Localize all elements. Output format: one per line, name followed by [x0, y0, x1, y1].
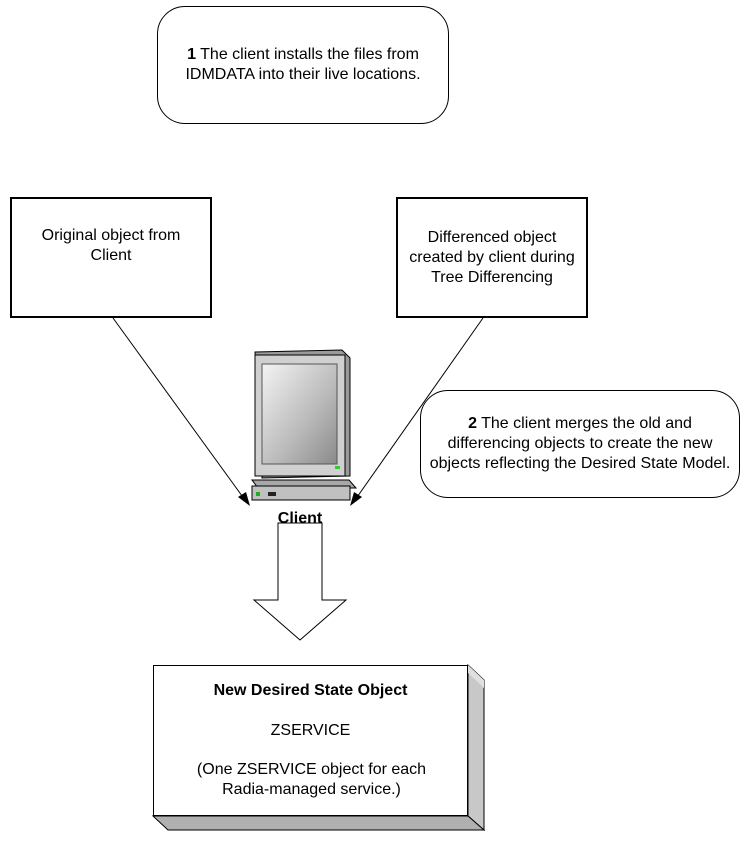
computer-icon — [251, 349, 358, 501]
step-2-text: The client merges the old and differenci… — [429, 415, 731, 472]
connector-original-to-client — [112, 317, 246, 501]
step-1-text-block: 1 The client installs the files from IDM… — [173, 45, 433, 85]
desired-state-title: New Desired State Object — [213, 682, 408, 699]
step-1-text: The client installs the files from IDMDA… — [185, 46, 421, 83]
step-2-text-block: 2 The client merges the old and differen… — [428, 414, 733, 474]
step-1-number: 1 — [187, 46, 196, 63]
original-object-label: Original object from Client — [41, 226, 181, 264]
desired-state-object-name: ZSERVICE — [270, 722, 351, 739]
step-1-callout: 1 The client installs the files from IDM… — [157, 6, 449, 124]
client-label: Client — [277, 510, 323, 527]
arrowhead-original — [238, 492, 250, 506]
step-2-callout: 2 The client merges the old and differen… — [420, 390, 740, 498]
desired-state-note: (One ZSERVICE object for each Radia-mana… — [196, 761, 427, 798]
desired-state-box-depth — [151, 663, 486, 832]
flow-arrow — [252, 522, 348, 641]
connector-differenced-to-client — [354, 317, 484, 501]
desired-state-box: New Desired State Object ZSERVICE (One Z… — [153, 665, 468, 816]
differenced-object-label: Differenced object created by client dur… — [409, 228, 575, 286]
differenced-object-box: Differenced object created by client dur… — [396, 197, 588, 318]
original-object-box: Original object from Client — [10, 197, 212, 318]
arrowhead-differenced — [350, 492, 362, 506]
step-2-number: 2 — [468, 415, 477, 432]
